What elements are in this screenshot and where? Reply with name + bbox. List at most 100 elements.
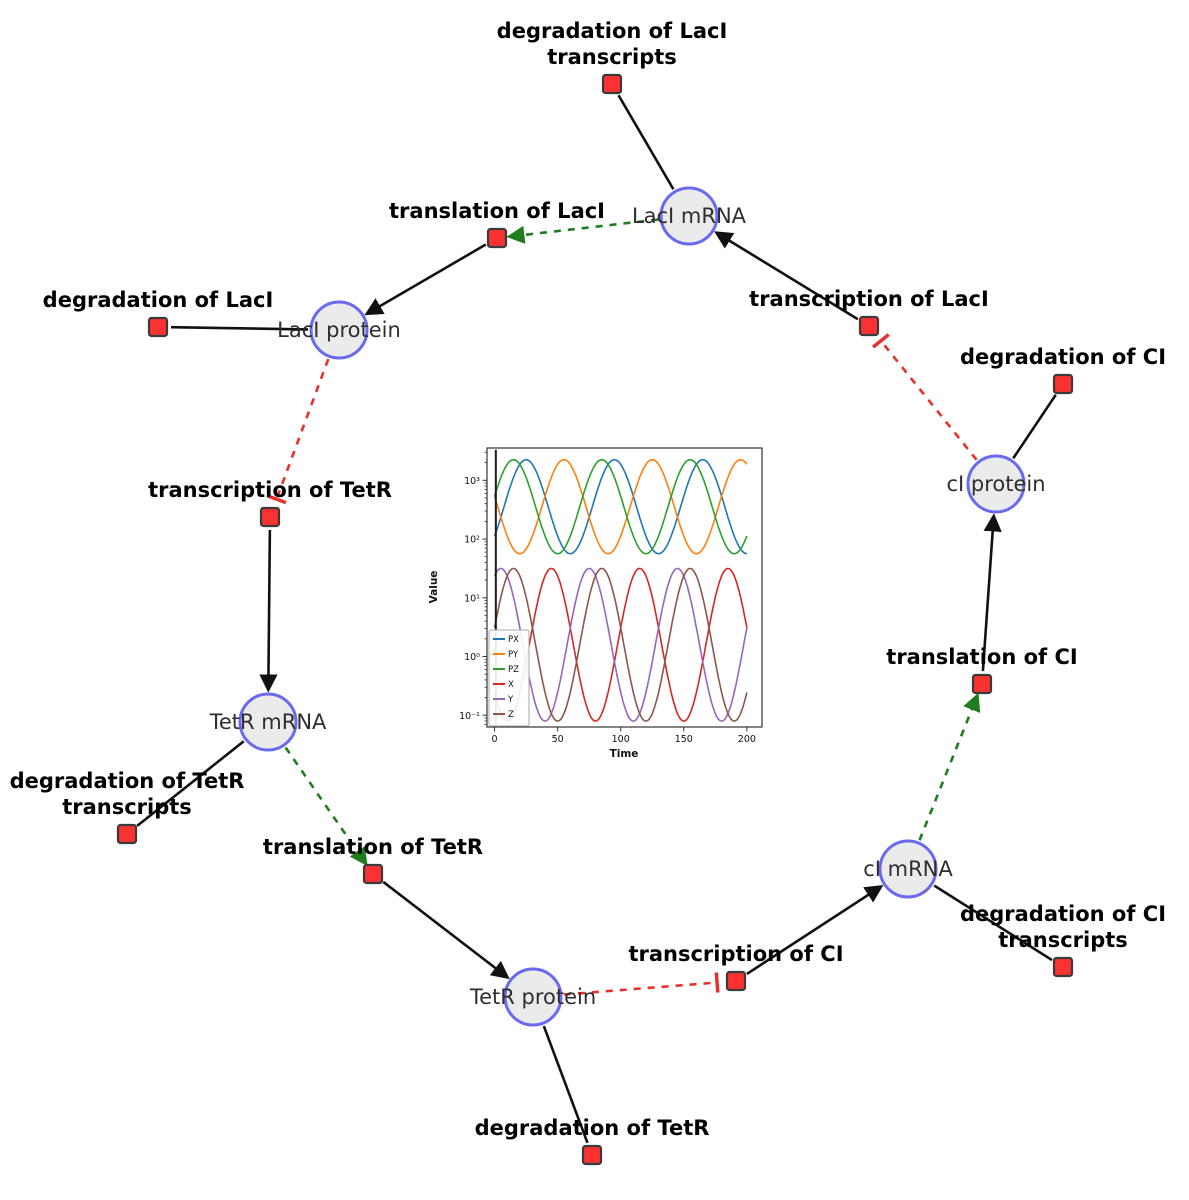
inhibition-tbar — [714, 972, 720, 993]
reaction-square — [581, 1144, 603, 1166]
species-node-ci_mrna — [878, 839, 938, 899]
reaction-label: transcripts — [998, 928, 1128, 952]
species-node-ci_protein — [966, 454, 1026, 514]
species-circle — [878, 839, 938, 899]
reaction-label: degradation of LacI — [43, 288, 274, 312]
reaction-label: translation of LacI — [389, 199, 605, 223]
species-label: TetR mRNA — [209, 710, 327, 734]
edge-tetr_mrna-deg_tetr_tx — [136, 740, 245, 827]
chart-x-axis-label: Time — [610, 748, 639, 760]
reaction-square — [971, 673, 993, 695]
species-node-laci_mrna — [659, 186, 719, 246]
nodes-layer — [116, 73, 1074, 1166]
edge-tetr_protein-deg_tetr — [542, 1025, 589, 1144]
reaction-label: transcription of LacI — [749, 287, 989, 311]
edge-tetr_mrna-translation_tetr — [284, 746, 368, 867]
reaction-label: transcripts — [62, 795, 192, 819]
reaction-square — [147, 316, 169, 338]
series-Y-line — [493, 567, 748, 722]
chart-plot-area — [486, 447, 763, 728]
reaction-label: degradation of TetR — [475, 1116, 710, 1140]
edge-laci_mrna-deg_laci_tx — [617, 94, 675, 190]
reaction-node-translation_laci — [486, 227, 508, 249]
reaction-label: translation of CI — [886, 645, 1077, 669]
x-tick-label: 100 — [612, 734, 630, 745]
reaction-label: translation of TetR — [263, 835, 483, 859]
reaction-square — [116, 823, 138, 845]
reaction-node-deg_tetr_tx — [116, 823, 138, 845]
reaction-square — [486, 227, 508, 249]
edge-ci_protein-transcription_laci — [879, 339, 978, 461]
y-tick-label: 10¹ — [464, 593, 480, 604]
legend-label-X: X — [508, 680, 514, 690]
species-circle — [309, 300, 369, 360]
x-tick-label: 200 — [738, 734, 756, 745]
legend-label-Z: Z — [508, 710, 514, 720]
y-tick-label: 10⁰ — [464, 652, 480, 663]
species-label: LacI protein — [277, 318, 401, 342]
reaction-node-deg_ci_tx — [1052, 956, 1074, 978]
series-PZ-line — [493, 458, 748, 555]
reaction-label: degradation of CI — [960, 345, 1166, 369]
x-tick-label: 50 — [552, 734, 564, 745]
edge-ci_protein-deg_ci — [1012, 394, 1057, 459]
species-label: cI protein — [946, 472, 1045, 496]
edge-transcription_ci-ci_mrna — [746, 885, 884, 975]
y-tick-label: 10⁻¹ — [459, 711, 480, 722]
reaction-square — [601, 73, 623, 95]
reaction-node-transcription_laci — [858, 315, 880, 337]
y-tick-label: 10³ — [464, 476, 480, 487]
edge-ci_mrna-deg_ci_tx — [933, 884, 1053, 962]
reaction-square — [259, 506, 281, 528]
x-tick-label: 150 — [675, 734, 693, 745]
reaction-node-deg_laci — [147, 316, 169, 338]
edge-translation_ci-ci_protein — [981, 513, 1002, 672]
reaction-label: transcription of CI — [628, 942, 843, 966]
species-label: LacI mRNA — [632, 204, 747, 228]
reaction-label: transcripts — [547, 45, 677, 69]
reaction-node-deg_ci — [1052, 373, 1074, 395]
legend-label-PY: PY — [508, 650, 519, 660]
species-node-tetr_mrna — [238, 692, 298, 752]
edge-laci_protein-transcription_tetr — [275, 358, 330, 500]
species-circle — [659, 186, 719, 246]
x-tick-label: 0 — [492, 734, 498, 745]
inhibition-tbar — [266, 494, 287, 505]
legend-label-PX: PX — [508, 635, 519, 645]
reaction-node-deg_tetr — [581, 1144, 603, 1166]
labels-layer: degradation of LacItranscriptstranslatio… — [10, 19, 1166, 1140]
series-PX-line — [493, 458, 748, 555]
chart-y-axis-label: Value — [428, 571, 440, 604]
species-circle — [966, 454, 1026, 514]
reaction-node-translation_ci — [971, 673, 993, 695]
reaction-square — [858, 315, 880, 337]
series-PY-line — [493, 458, 748, 555]
reaction-square — [1052, 956, 1074, 978]
edge-laci_protein-deg_laci — [170, 325, 309, 331]
species-label: TetR protein — [469, 985, 596, 1009]
reaction-square — [362, 863, 384, 885]
edge-transcription_tetr-tetr_mrna — [259, 529, 278, 693]
chart-axis-labels: Time Value — [428, 571, 638, 760]
reaction-label: transcription of TetR — [148, 478, 392, 502]
edge-tetr_protein-transcription_ci — [563, 981, 718, 996]
series-Z-line — [493, 567, 748, 722]
reaction-label: degradation of LacI — [497, 19, 728, 43]
reaction-node-transcription_tetr — [259, 506, 281, 528]
reaction-label: degradation of TetR — [10, 769, 245, 793]
species-node-laci_protein — [309, 300, 369, 360]
reaction-node-translation_tetr — [362, 863, 384, 885]
reaction-square — [1052, 373, 1074, 395]
edge-laci_mrna-translation_laci — [506, 218, 659, 244]
reaction-node-transcription_ci — [725, 970, 747, 992]
edge-translation_laci-laci_protein — [364, 243, 487, 316]
reaction-node-deg_laci_tx — [601, 73, 623, 95]
edges-layer — [136, 94, 1057, 1144]
edge-translation_tetr-tetr_protein — [382, 880, 510, 980]
species-node-tetr_protein — [503, 967, 563, 1027]
y-tick-label: 10² — [464, 535, 480, 546]
